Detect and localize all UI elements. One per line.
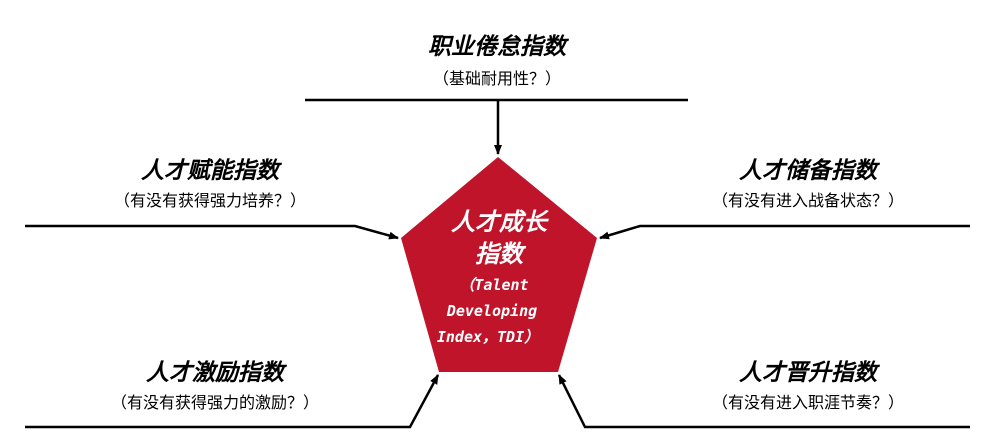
lower-right-title: 人才晋升指数 <box>739 359 881 386</box>
lower-left-title: 人才激励指数 <box>146 359 288 386</box>
center-en-3: Index，TDI） <box>437 328 539 346</box>
center-en-1: （Talent <box>459 276 528 294</box>
lower-left-connector <box>25 374 440 429</box>
center-pentagon <box>401 157 597 372</box>
center-title-2: 指数 <box>475 239 527 268</box>
upper-left-subtitle: （有没有获得强力培养？） <box>114 191 306 210</box>
lower-right-connector <box>557 374 970 429</box>
top-title: 职业倦怠指数 <box>428 33 570 60</box>
top-subtitle: （基础耐用性？） <box>433 69 561 88</box>
upper-right-subtitle: （有没有进入战备状态？） <box>712 191 904 210</box>
lower-right-subtitle: （有没有进入职涯节奏？） <box>712 393 904 412</box>
lower-left-subtitle: （有没有获得强力的激励？） <box>111 393 319 412</box>
upper-left-title: 人才赋能指数 <box>141 157 283 184</box>
upper-right-connector <box>599 224 970 240</box>
upper-right-title: 人才储备指数 <box>739 157 881 184</box>
center-en-2: Developing <box>446 302 537 320</box>
upper-left-connector <box>25 224 399 240</box>
center-title-1: 人才成长 <box>451 207 549 236</box>
